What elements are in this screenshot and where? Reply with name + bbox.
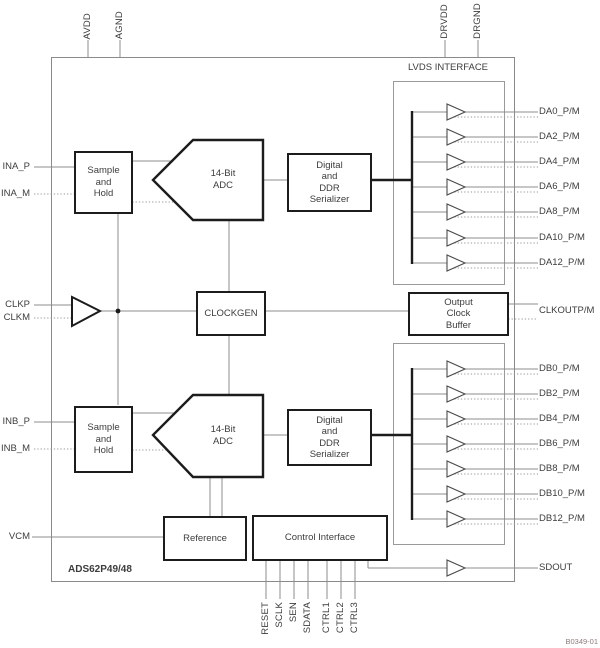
- pin-sen: SEN: [288, 602, 299, 623]
- pin-sdata: SDATA: [302, 602, 313, 634]
- pin-drgnd: DRGND: [472, 3, 483, 39]
- pin-agnd: AGND: [114, 10, 125, 39]
- pin-ctrl1: CTRL1: [321, 602, 332, 634]
- adc-b-shape: [151, 393, 265, 479]
- port-sdout: SDOUT: [539, 562, 573, 573]
- port-db10: DB10_P/M: [539, 488, 585, 499]
- lvds-buffer-db6-icon: [446, 435, 467, 453]
- port-db6: DB6_P/M: [539, 438, 580, 449]
- pin-vcm: VCM: [8, 531, 30, 542]
- pin-ctrl3: CTRL3: [349, 602, 360, 634]
- port-da12: DA12_P/M: [539, 257, 585, 268]
- lvds-buffer-db12-icon: [446, 510, 467, 528]
- figure-id: B0349-01: [565, 637, 598, 646]
- lvds-interface-title: LVDS INTERFACE: [407, 62, 489, 73]
- lvds-buffer-db10-icon: [446, 485, 467, 503]
- adc-a-label: 14-Bit ADC: [210, 168, 236, 191]
- chip-name: ADS62P49/48: [68, 564, 132, 575]
- pin-drvdd: DRVDD: [439, 4, 450, 39]
- lvds-buffer-db4-icon: [446, 410, 467, 428]
- port-db2: DB2_P/M: [539, 388, 580, 399]
- pin-ina-p: INA_P: [2, 161, 30, 172]
- port-db12: DB12_P/M: [539, 513, 585, 524]
- lvds-buffer-da4-icon: [446, 153, 467, 171]
- lvds-buffer-db2-icon: [446, 385, 467, 403]
- port-da6: DA6_P/M: [539, 181, 580, 192]
- clock-buffer-icon: [71, 295, 103, 328]
- reference-block: Reference: [163, 516, 247, 561]
- port-da10: DA10_P/M: [539, 232, 585, 243]
- clockgen-block: CLOCKGEN: [196, 291, 266, 336]
- sample-hold-b-block: Sample and Hold: [74, 406, 133, 473]
- port-da8: DA8_P/M: [539, 206, 580, 217]
- chip-outline: [51, 57, 515, 582]
- serializer-b-block: Digital and DDR Serializer: [287, 409, 372, 466]
- sample-hold-a-block: Sample and Hold: [74, 151, 133, 214]
- pin-sclk: SCLK: [274, 602, 285, 628]
- serializer-a-block: Digital and DDR Serializer: [287, 153, 372, 212]
- pin-inb-m: INB_M: [0, 443, 30, 454]
- port-clkout: CLKOUTP/M: [539, 305, 595, 316]
- pin-ctrl2: CTRL2: [335, 602, 346, 634]
- control-interface-block: Control Interface: [252, 515, 388, 561]
- lvds-buffer-db0-icon: [446, 360, 467, 378]
- lvds-buffer-da8-icon: [446, 203, 467, 221]
- port-da4: DA4_P/M: [539, 156, 580, 167]
- lvds-buffer-db8-icon: [446, 460, 467, 478]
- pin-inb-p: INB_P: [2, 416, 30, 427]
- port-db8: DB8_P/M: [539, 463, 580, 474]
- pin-avdd: AVDD: [82, 12, 93, 40]
- lvds-buffer-da10-icon: [446, 229, 467, 247]
- pin-clkm: CLKM: [3, 312, 30, 323]
- sdout-buffer-icon: [446, 559, 467, 577]
- lvds-buffer-da0-icon: [446, 103, 467, 121]
- output-clock-buffer-block: Output Clock Buffer: [408, 292, 509, 336]
- port-db0: DB0_P/M: [539, 363, 580, 374]
- port-db4: DB4_P/M: [539, 413, 580, 424]
- lvds-buffer-da6-icon: [446, 178, 467, 196]
- lvds-group-a: [393, 81, 505, 285]
- adc-b-label: 14-Bit ADC: [210, 424, 236, 447]
- lvds-buffer-da12-icon: [446, 254, 467, 272]
- adc-a-shape: [151, 138, 265, 222]
- pin-reset: RESET: [260, 602, 271, 635]
- pin-clkp: CLKP: [5, 299, 30, 310]
- clock-junction-dot: [115, 308, 121, 314]
- port-da0: DA0_P/M: [539, 106, 580, 117]
- port-da2: DA2_P/M: [539, 131, 580, 142]
- lvds-buffer-da2-icon: [446, 128, 467, 146]
- pin-ina-m: INA_M: [0, 188, 30, 199]
